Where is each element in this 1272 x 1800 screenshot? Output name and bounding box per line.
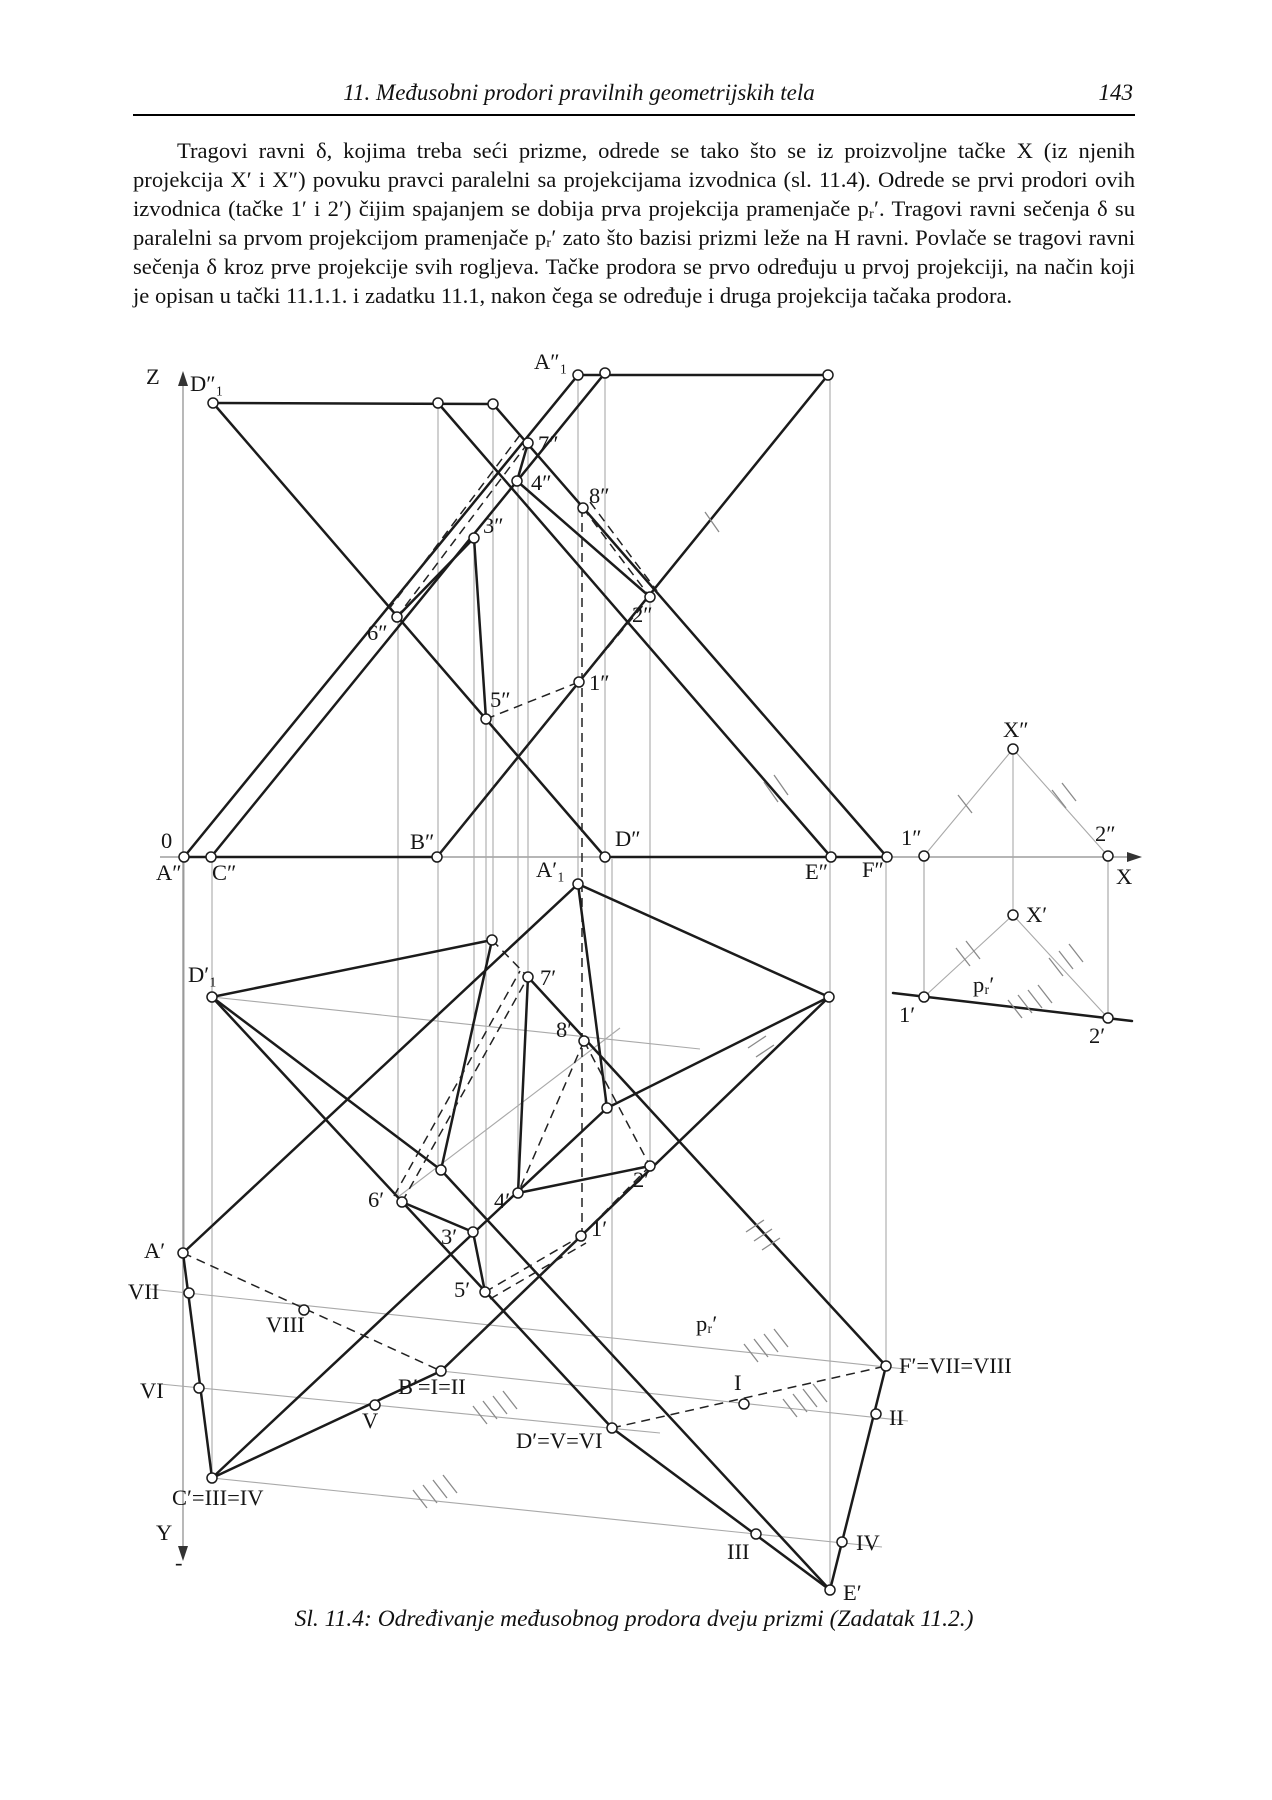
- label-plan-5: 5′: [454, 1277, 470, 1302]
- label-front-3: 3″: [483, 513, 504, 538]
- label-plan-pr: pᵣ′: [696, 1311, 717, 1336]
- label-front-2: 2″: [632, 602, 653, 627]
- label-plan-viii: VIII: [266, 1312, 305, 1337]
- aux-construction: [891, 748, 1134, 1023]
- label-front-7: 7″: [538, 431, 559, 456]
- label-plan-f-eq: F′=VII=VIII: [899, 1353, 1012, 1378]
- label-plan-a1: A′₁: [536, 857, 565, 882]
- label-plan-e: E′: [843, 1580, 862, 1605]
- y-axis-arrow-icon: [178, 1546, 188, 1561]
- label-front-5: 5″: [490, 687, 511, 712]
- plan-view-dashed-lines: [182, 939, 887, 1429]
- front-view-dashed-lines: [388, 434, 658, 1236]
- label-plan-4: 4′: [494, 1188, 510, 1213]
- label-plan-b-eq: B′=I=II: [398, 1374, 466, 1399]
- label-y-axis: Y: [156, 1520, 172, 1545]
- label-plan-7: 7′: [540, 965, 556, 990]
- figure-labels: Z 0 X Y - D″₁ A″₁ 7″ 4″ 8″ 3″ 6″ 2″ 5″ 1…: [128, 349, 1132, 1605]
- label-front-8: 8″: [589, 483, 610, 508]
- page-number: 143: [1098, 80, 1134, 105]
- label-front-c: C″: [212, 860, 236, 885]
- label-plan-d1: D′₁: [188, 962, 217, 987]
- figure-caption: Sl. 11.4: Određivanje međusobnog prodora…: [294, 1606, 974, 1632]
- label-plan-vi: VI: [140, 1378, 164, 1403]
- label-aux-x2: X″: [1003, 717, 1029, 742]
- coordinate-axes: [160, 371, 1142, 1561]
- label-front-a: A″: [156, 860, 182, 885]
- label-z-axis: Z: [146, 364, 160, 389]
- label-plan-c-eq: C′=III=IV: [172, 1485, 264, 1510]
- label-front-d1: D″₁: [190, 371, 223, 396]
- label-plan-v: V: [362, 1408, 378, 1433]
- label-front-f: F″: [862, 857, 884, 882]
- x-axis-arrow-icon: [1127, 852, 1142, 862]
- label-aux-2h: 2′: [1089, 1023, 1105, 1048]
- vertex-points: [177, 367, 1114, 1596]
- running-header-title: 11. Međusobni prodori pravilnih geometri…: [343, 80, 815, 105]
- label-front-4: 4″: [531, 470, 552, 495]
- label-plan-iii: III: [727, 1539, 749, 1564]
- hatch-ticks: [412, 511, 1084, 1509]
- label-plan-d-eq: D′=V=VI: [516, 1428, 603, 1453]
- label-aux-x1: X′: [1026, 902, 1047, 927]
- label-plan-3: 3′: [441, 1224, 457, 1249]
- label-plan-ii: II: [889, 1405, 904, 1430]
- label-front-a1: A″₁: [534, 349, 567, 374]
- label-plan-i: I: [734, 1370, 742, 1395]
- label-plan-2: 2′: [633, 1167, 649, 1192]
- projection-lines: [183, 375, 1109, 1588]
- label-front-b: B″: [410, 829, 434, 854]
- label-aux-1f: 1″: [901, 825, 922, 850]
- label-plan-vii: VII: [128, 1279, 159, 1304]
- label-front-6: 6″: [367, 620, 388, 645]
- label-plan-6: 6′: [368, 1187, 384, 1212]
- front-view-edges: [182, 371, 889, 859]
- label-aux-1h: 1′: [899, 1002, 915, 1027]
- label-plan-iv: IV: [856, 1530, 880, 1555]
- label-front-1: 1″: [589, 670, 610, 695]
- label-dash-mark: -: [175, 1550, 183, 1575]
- plan-view-edges: [181, 882, 888, 1592]
- label-plan-1: 1′: [591, 1216, 607, 1241]
- label-front-d: D″: [615, 826, 641, 851]
- page-header: 11. Međusobni prodori pravilnih geometri…: [133, 78, 1135, 116]
- label-plan-a: A′: [144, 1238, 165, 1263]
- label-plan-8: 8′: [556, 1017, 572, 1042]
- cut-plane-traces: [149, 996, 909, 1548]
- label-origin: 0: [161, 828, 172, 853]
- pr-trace-line: [891, 991, 1134, 1023]
- label-x-axis: X: [1116, 864, 1132, 889]
- z-axis-arrow-icon: [178, 371, 188, 386]
- label-aux-pr: pᵣ′: [973, 972, 994, 997]
- label-front-e: E″: [805, 859, 828, 884]
- body-paragraph: Tragovi ravni δ, kojima treba seći prizm…: [133, 138, 1135, 308]
- label-aux-2f: 2″: [1095, 821, 1116, 846]
